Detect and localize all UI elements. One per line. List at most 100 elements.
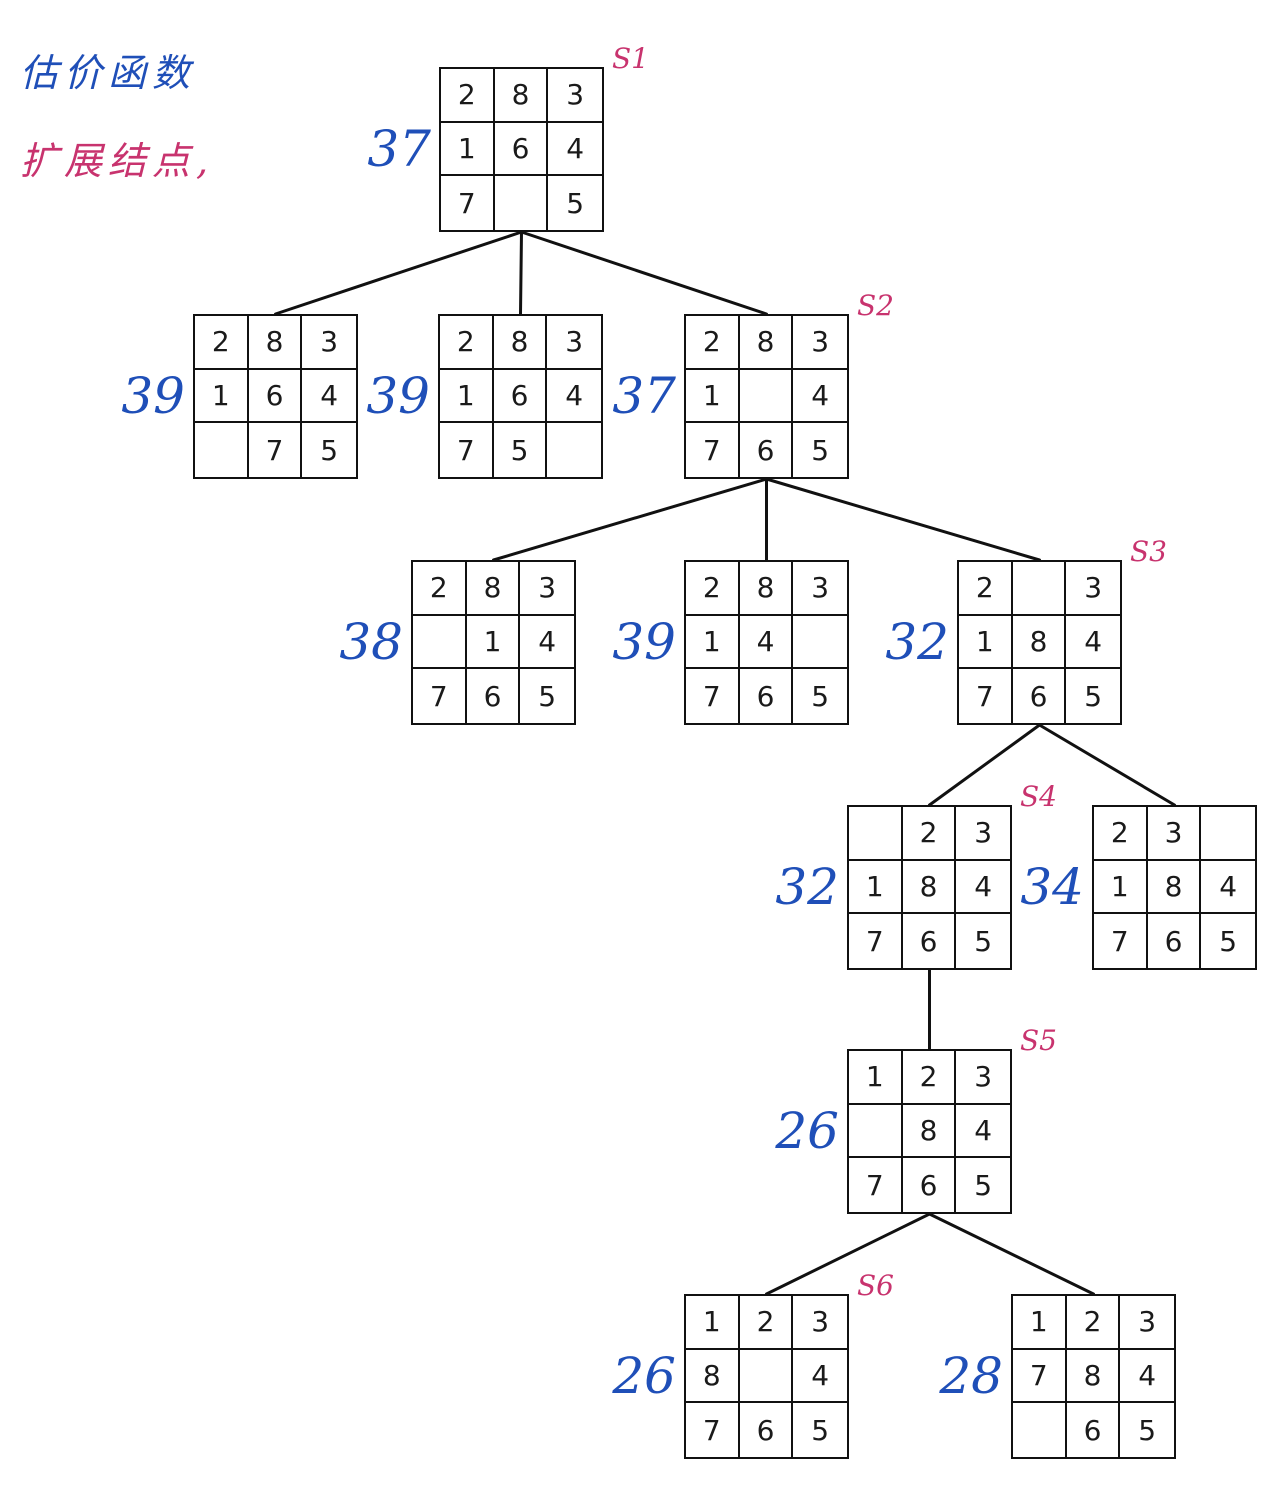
- tile-cell: 4: [302, 370, 356, 424]
- tile-cell: 6: [740, 1403, 794, 1457]
- tile-cell: 6: [903, 914, 957, 968]
- legend-heuristic-function: 估价函数: [20, 51, 197, 95]
- legend-expanded-node: 扩展结点,: [20, 139, 215, 183]
- tile-cell: 2: [1094, 807, 1148, 861]
- tile-cell: 8: [466, 562, 521, 616]
- blank-cell: [1012, 562, 1067, 616]
- tile-cell: 3: [1066, 562, 1120, 616]
- heuristic-value: 39: [612, 612, 676, 671]
- tile-cell: 3: [302, 316, 356, 370]
- edge-n1-n2c: [520, 230, 768, 316]
- tile-cell: 6: [740, 669, 794, 723]
- tile-cell: 8: [1012, 615, 1067, 670]
- tile-cell: 8: [1066, 1349, 1121, 1404]
- tile-cell: 2: [440, 316, 494, 370]
- tile-cell: 4: [793, 370, 847, 424]
- tile-cell: 6: [467, 669, 521, 723]
- tile-cell: 7: [959, 669, 1013, 723]
- tile-cell: 3: [520, 562, 574, 616]
- tile-cell: 8: [493, 316, 548, 370]
- blank-cell: [739, 1349, 794, 1404]
- tile-cell: 1: [1094, 860, 1148, 915]
- expanded-node-label: S6: [857, 1269, 894, 1302]
- tile-cell: 5: [974, 1168, 993, 1202]
- edge-n3c-n4a: [928, 723, 1041, 807]
- tile-cell: 6: [493, 369, 548, 424]
- expanded-node-label: S1: [612, 42, 649, 75]
- tile-cell: 7: [849, 914, 903, 968]
- edge-n2c-n3a: [492, 477, 768, 562]
- tile-cell: 7: [1013, 1349, 1067, 1404]
- tile-cell: 3: [548, 69, 602, 123]
- tile-cell: 5: [1219, 924, 1238, 958]
- tile-cell: 8: [902, 860, 957, 915]
- tile-cell: 8: [902, 1104, 957, 1159]
- edge-n1-n2b: [519, 230, 523, 316]
- tile-cell: 3: [547, 316, 601, 370]
- tile-cell: 1: [686, 1296, 740, 1350]
- tile-cell: 8: [248, 316, 303, 370]
- tile-cell: 5: [811, 1413, 830, 1447]
- heuristic-value: 39: [366, 366, 430, 425]
- tile-cell: 5: [811, 433, 830, 467]
- tile-cell: 2: [195, 316, 249, 370]
- edge-n3c-n4b: [1038, 723, 1176, 807]
- heuristic-value: 32: [885, 612, 949, 671]
- tile-cell: 4: [547, 370, 601, 424]
- blank-cell: [849, 1104, 903, 1159]
- tile-cell: 7: [849, 1158, 903, 1212]
- tile-cell: 7: [686, 423, 740, 477]
- tile-cell: 6: [1148, 914, 1202, 968]
- blank-cell: [547, 423, 601, 477]
- tile-cell: 4: [739, 615, 794, 670]
- heuristic-value: 28: [939, 1346, 1003, 1405]
- tile-cell: 7: [686, 669, 740, 723]
- tile-cell: 2: [686, 316, 740, 370]
- edge-n2c-n3c: [765, 477, 1041, 562]
- edge-n5-n6a: [765, 1212, 931, 1296]
- tile-cell: 8: [1147, 860, 1202, 915]
- tile-cell: 8: [686, 1349, 740, 1404]
- tile-cell: 6: [248, 369, 303, 424]
- tile-cell: 6: [1013, 669, 1067, 723]
- tile-cell: 2: [902, 807, 957, 861]
- expanded-node-label: S2: [857, 289, 894, 322]
- tile-cell: 5: [320, 433, 339, 467]
- tile-cell: 4: [793, 1350, 847, 1404]
- blank-cell: [849, 807, 903, 861]
- tile-cell: 8: [494, 69, 549, 123]
- expanded-node-label: S5: [1020, 1024, 1057, 1057]
- tile-cell: 2: [902, 1051, 957, 1105]
- tile-cell: 2: [413, 562, 467, 616]
- blank-cell: [495, 176, 549, 230]
- expanded-node-label: S4: [1020, 780, 1057, 813]
- tile-cell: 1: [195, 369, 249, 424]
- heuristic-value: 32: [775, 857, 839, 916]
- tile-cell: 5: [1138, 1413, 1157, 1447]
- tile-cell: 3: [1147, 807, 1202, 861]
- tile-cell: 6: [740, 423, 794, 477]
- tile-cell: 1: [686, 369, 740, 424]
- blank-cell: [739, 369, 794, 424]
- tile-cell: 7: [1094, 914, 1148, 968]
- tile-cell: 3: [956, 807, 1010, 861]
- expanded-node-label: S3: [1130, 535, 1167, 568]
